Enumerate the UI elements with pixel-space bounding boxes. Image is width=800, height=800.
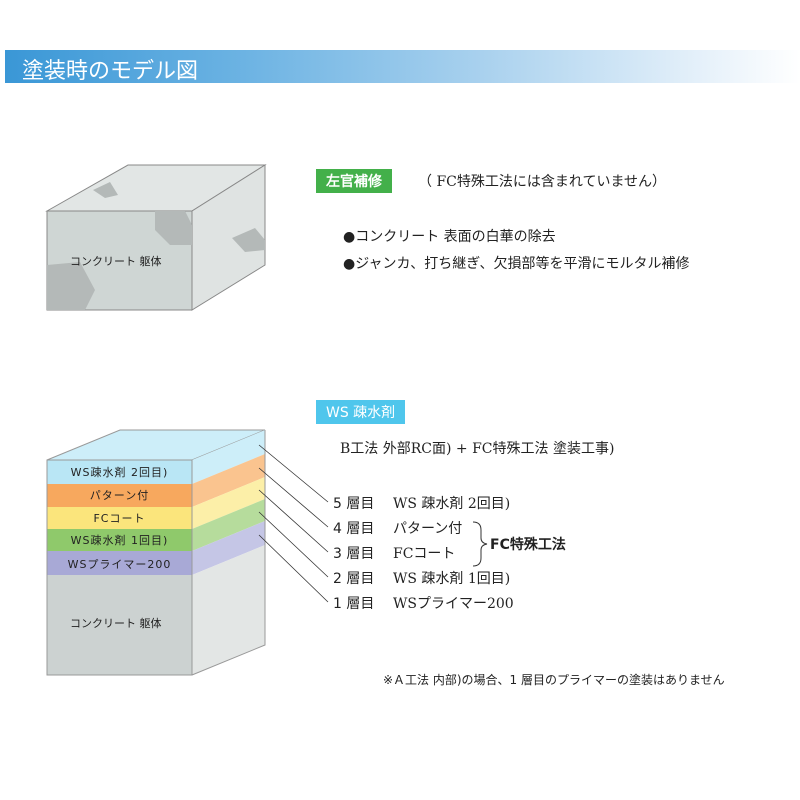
legend-name: FCコート	[393, 546, 456, 562]
bullet-item: ●コンクリート 表面の白華の除去	[343, 229, 556, 245]
section2-subtitle: B工法 外部RC面) + FC特殊工法 塗装工事)	[340, 441, 615, 457]
section-tag-ws-water-repellent: WS 疎水剤	[316, 400, 406, 424]
title-bar	[5, 50, 800, 83]
cube-label-top: コンクリート 躯体	[70, 255, 162, 268]
concrete-cube-top	[45, 164, 267, 311]
legend-layer: 1 層目	[333, 596, 375, 612]
brace	[472, 521, 488, 567]
legend-name: パターン付	[393, 521, 463, 537]
cube-label-bottom: コンクリート 躯体	[70, 617, 162, 630]
footnote: ※Ａ工法 内部)の場合、1 層目のプライマーの塗装はありません	[383, 673, 725, 687]
leader-lines	[258, 444, 329, 603]
legend-layer: 2 層目	[333, 571, 375, 587]
legend-layer: 4 層目	[333, 521, 375, 537]
layer-label: WSプライマー200	[67, 558, 172, 571]
layered-cube	[46, 429, 266, 676]
bullet-item: ●ジャンカ、打ち継ぎ、欠損部等を平滑にモルタル補修	[343, 256, 690, 272]
section-tag-plaster-repair: 左官補修	[316, 169, 392, 193]
layer-label: FCコート	[93, 512, 146, 525]
layer-label: パターン付	[89, 489, 150, 502]
legend-name: WS 疎水剤 1回目)	[393, 571, 511, 587]
legend-name: WS 疎水剤 2回目)	[393, 496, 511, 512]
legend-layer: 5 層目	[333, 496, 375, 512]
legend-layer: 3 層目	[333, 546, 375, 562]
legend-name: WSプライマー200	[393, 596, 514, 612]
bracket-label: FC特殊工法	[490, 537, 566, 553]
layer-label: WS疎水剤 1回目)	[70, 534, 169, 547]
layer-label: WS疎水剤 2回目)	[70, 466, 169, 479]
page-title: 塗装時のモデル図	[22, 59, 199, 84]
section1-note: （ FC特殊工法には含まれていません）	[418, 174, 667, 190]
